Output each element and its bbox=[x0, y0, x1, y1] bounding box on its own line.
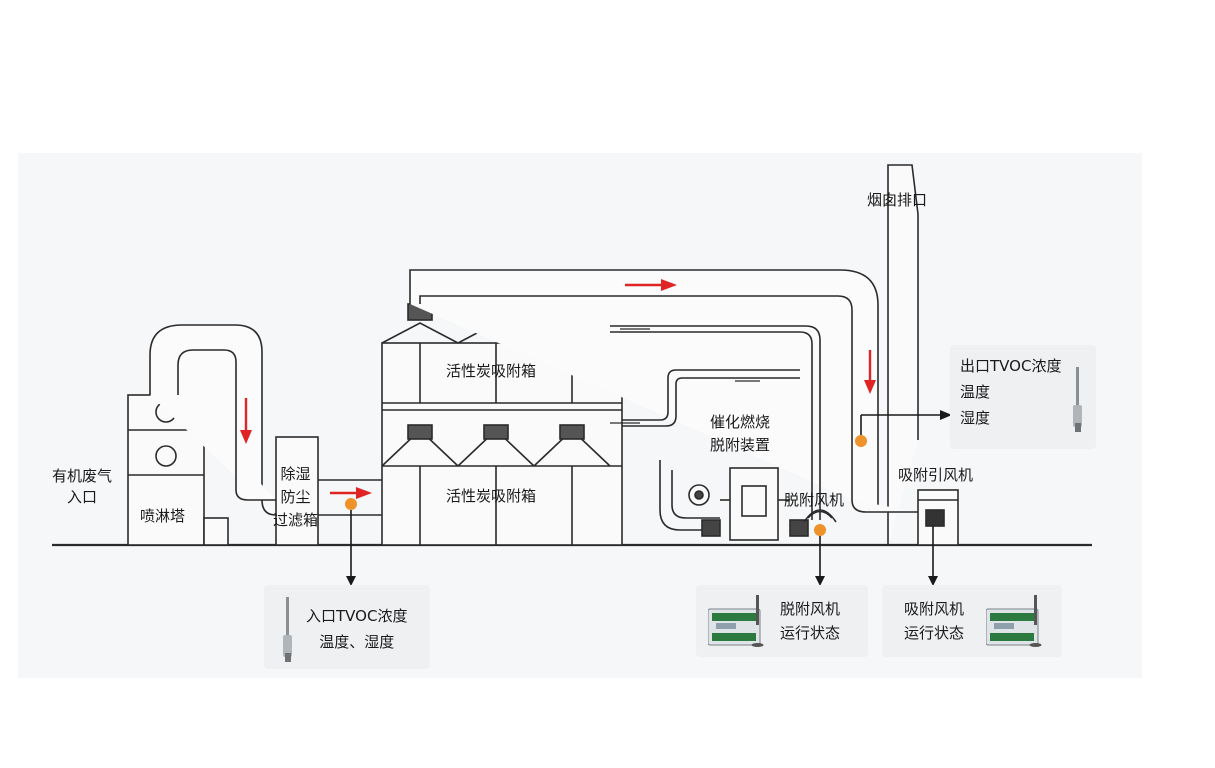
flow-arrow-right-1 bbox=[330, 487, 372, 499]
main-duct-to-chimney bbox=[409, 269, 879, 510]
diagram-panel: 烟囱排口 有机废气 入口 喷淋塔 除湿 防尘 过滤箱 活性炭吸附箱 活性炭吸附箱… bbox=[18, 153, 1142, 678]
fan-wave-icon bbox=[803, 509, 837, 523]
controller-icon bbox=[986, 595, 1042, 647]
filter-box bbox=[275, 436, 319, 546]
filter-box-label: 除湿 防尘 过滤箱 bbox=[273, 465, 319, 529]
desorption-status-text: 脱附风机 运行状态 bbox=[780, 600, 841, 642]
controller-icon bbox=[708, 595, 764, 647]
adsorption-fan-label: 吸附引风机 bbox=[898, 466, 974, 484]
flow-arrows bbox=[240, 279, 876, 499]
flow-arrow-down-1 bbox=[240, 398, 252, 444]
adsorption-status-card: 吸附风机 运行状态 bbox=[882, 585, 1062, 657]
spray-tower-label: 喷淋塔 bbox=[140, 507, 186, 525]
adsorption-status-text: 吸附风机 运行状态 bbox=[904, 600, 965, 642]
thermometer-probe-icon bbox=[283, 597, 292, 662]
catalytic-label: 催化燃烧 脱附装置 bbox=[710, 413, 771, 454]
chimney-label: 烟囱排口 bbox=[867, 191, 928, 209]
carbon-upper-label: 活性炭吸附箱 bbox=[446, 362, 537, 380]
inlet-sensor-dot bbox=[345, 498, 357, 510]
flow-arrow-down-2 bbox=[864, 350, 876, 394]
outlet-monitor-text: 出口TVOC浓度 温度 湿度 bbox=[960, 357, 1062, 427]
outlet-monitor-card: 出口TVOC浓度 温度 湿度 bbox=[950, 345, 1096, 449]
sensor-connectors bbox=[345, 410, 952, 586]
duct-filter-to-carbon bbox=[318, 479, 382, 516]
flow-arrow-right-2 bbox=[625, 279, 677, 291]
desorption-status-card: 脱附风机 运行状态 bbox=[696, 585, 868, 657]
desorption-ducts bbox=[610, 325, 821, 531]
process-diagram bbox=[52, 164, 1092, 586]
chimney bbox=[851, 164, 959, 546]
carbon-lower-label: 活性炭吸附箱 bbox=[446, 487, 537, 505]
desorption-fan-label: 脱附风机 bbox=[784, 491, 845, 509]
catalytic-unit bbox=[688, 467, 809, 541]
thermometer-probe-icon bbox=[1073, 367, 1082, 432]
inlet-monitor-text: 入口TVOC浓度 温度、湿度 bbox=[306, 607, 408, 651]
inlet-label: 有机废气 入口 bbox=[52, 467, 113, 506]
inlet-monitor-card: 入口TVOC浓度 温度、湿度 bbox=[264, 585, 430, 669]
outlet-sensor-dot bbox=[855, 435, 867, 447]
duct-spray-to-filter bbox=[149, 324, 277, 516]
desorption-fan-dot bbox=[814, 524, 826, 536]
